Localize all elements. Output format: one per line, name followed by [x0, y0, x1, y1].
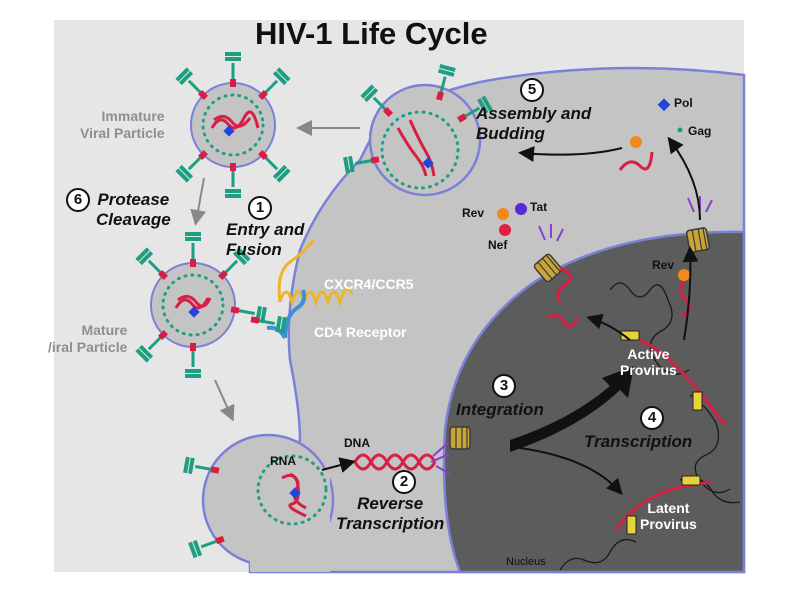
rna-label: RNA [270, 454, 296, 468]
pol-label: Pol [674, 96, 693, 110]
active-provirus [639, 338, 728, 427]
mrna-strand [618, 151, 654, 171]
fusing-particle [181, 454, 328, 560]
step-5-number: 5 [520, 78, 544, 102]
gag-label: Gag [688, 124, 712, 138]
dna-label: DNA [344, 436, 370, 450]
ltr-marker [681, 475, 701, 486]
step-3-label: Integration [456, 400, 544, 419]
nucleus-label: Nucleus [506, 556, 546, 568]
arrow-to-translation [667, 136, 701, 221]
ltr-marker [692, 391, 703, 411]
step-4-label: Transcription [584, 432, 693, 451]
rev-label: Rev [462, 206, 485, 220]
mrna-strand [556, 266, 573, 303]
tat-label: Tat [530, 200, 548, 214]
tat-protein [515, 203, 527, 215]
coreceptor-label: CXCR4/CCR5 [324, 276, 414, 292]
mature-viral-particle [133, 230, 269, 380]
step-2-label: Reverse Transcription [336, 494, 445, 533]
rev-protein-nuclear [678, 269, 690, 281]
step-1-number: 1 [248, 196, 272, 220]
arrow-mature-to-fusion [214, 379, 235, 422]
nef-protein [499, 224, 511, 236]
step-3-number: 3 [492, 374, 516, 398]
immature-viral-particle [173, 50, 293, 200]
nuclear-pore [449, 426, 471, 450]
step-1-label: Entry and Fusion [226, 220, 305, 259]
step-6-label: Protease Cleavage [96, 190, 171, 229]
mature-particle-label: Mature /iral Particle [48, 322, 128, 355]
cd4-receptor-label: CD4 Receptor [314, 324, 407, 340]
chromatin-strand [609, 282, 690, 375]
nuclear-pore [685, 226, 711, 254]
ltr-marker [626, 515, 637, 535]
arrow-latent [519, 447, 623, 495]
arrow-to-rev-export [682, 246, 699, 341]
nef-label: Nef [488, 238, 508, 252]
arrow-rna-to-dna [321, 457, 356, 473]
mrna-strand [547, 314, 580, 328]
immature-particle-label: Immature Viral Particle [80, 108, 165, 141]
diagram-title: HIV-1 Life Cycle [255, 16, 488, 51]
active-provirus-label: Active Provirus [620, 346, 677, 378]
arrow-to-assembly [518, 146, 623, 162]
step-4-number: 4 [640, 406, 664, 430]
arrow-to-export [586, 313, 631, 341]
rev-protein [497, 208, 509, 220]
chromatin-strand [559, 538, 637, 571]
latent-provirus [614, 480, 713, 531]
latent-provirus-label: Latent Provirus [640, 500, 697, 532]
step-2-number: 2 [392, 470, 416, 494]
arrow-immature-to-mature [190, 177, 207, 226]
coreceptor-cxcr4-ccr5 [277, 239, 354, 308]
rev-nuclear-label: Rev [652, 258, 675, 272]
step-6-number: 6 [66, 188, 90, 212]
chromatin-strand [689, 394, 731, 494]
dna-helix [353, 453, 437, 471]
arrow-integration [510, 366, 634, 452]
dna-helix [353, 453, 437, 471]
budding-bulge [368, 83, 482, 197]
budding-particle [341, 62, 495, 190]
gag-protein [630, 136, 642, 148]
step-5-label: Assembly and Budding [476, 104, 592, 143]
